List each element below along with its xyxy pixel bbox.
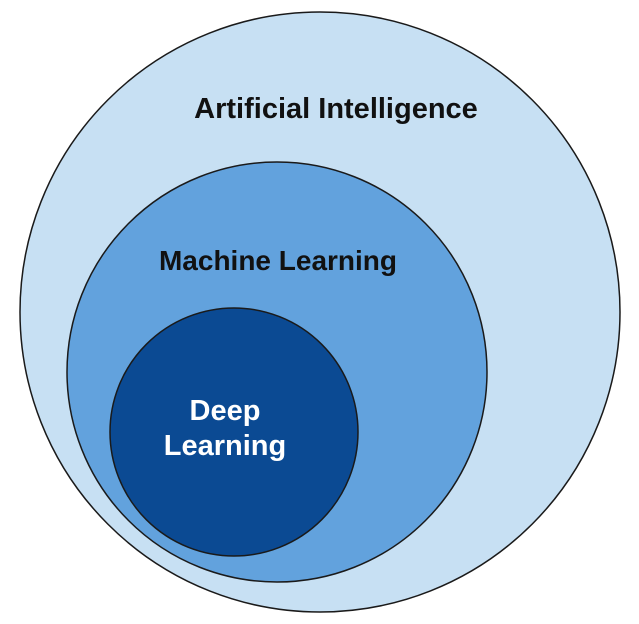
machine-learning-label: Machine Learning bbox=[159, 245, 397, 276]
deep-learning-circle bbox=[109, 307, 359, 557]
deep-learning-label-line1: Deep bbox=[190, 395, 261, 427]
artificial-intelligence-label: Artificial Intelligence bbox=[194, 93, 478, 125]
deep-learning-label-line2: Learning bbox=[164, 430, 286, 462]
